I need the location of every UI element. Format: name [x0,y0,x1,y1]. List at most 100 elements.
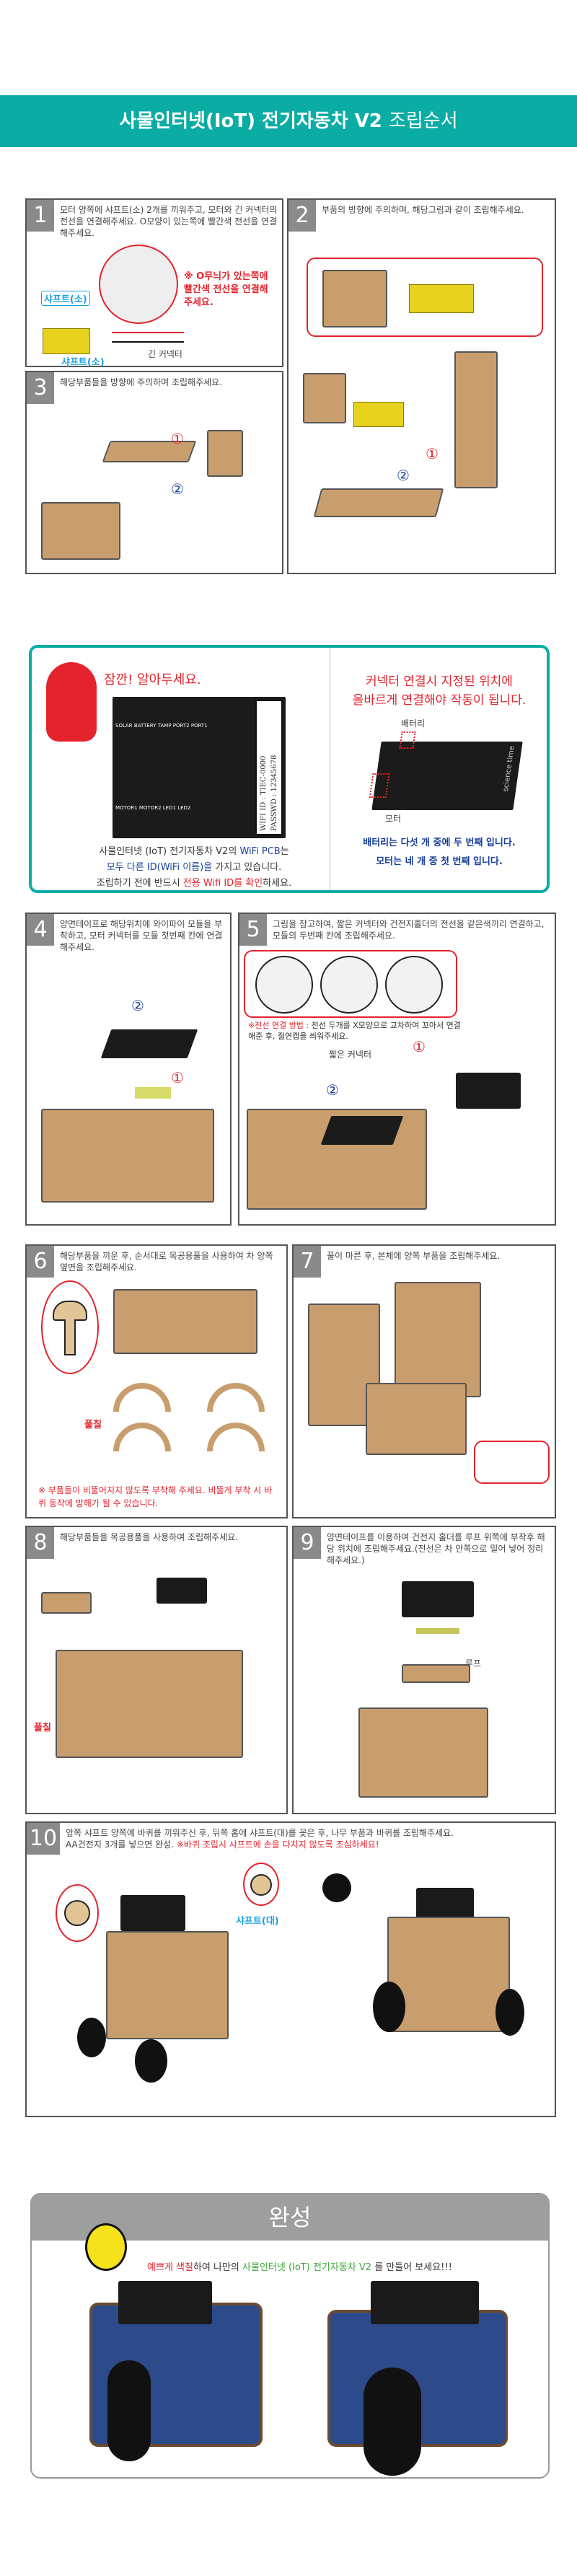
wheel-image [322,1873,351,1902]
side-panel [454,351,498,488]
car-body [106,1931,229,2039]
step-10: 10 앞쪽 샤프트 양쪽에 바퀴를 끼워주신 후, 뒤쪽 홈에 샤프트(대)를 … [25,1821,556,2117]
step-number: 2 [288,200,316,232]
motor-closeup-image [99,245,178,324]
wheel-image [77,2018,106,2057]
step-4: 4 양면테이프로 해당위치에 와이파이 모듈을 부착하고, 모터 커넥터를 모듈… [25,913,232,1226]
side-panel [308,1304,380,1426]
completion-section: 완성 예쁘게 색칠하여 나만의 사물인터넷 (IoT) 전기자동차 V2 를 만… [30,2193,550,2479]
step-number: 8 [27,1527,54,1559]
marker-2: ② [326,1081,339,1099]
roof-part [41,1592,92,1614]
car-body [366,1383,467,1455]
washer-closeup [243,1863,279,1906]
alignment-note: ※ 부품들이 비뚤어지지 않도록 부착해 주세요. 비뚤게 부착 시 바퀴 동작… [38,1485,273,1508]
step-description: 그림을 참고하여, 짧은 커넥터와 건전지홀더의 전선을 같은색끼리 연결하고,… [273,919,545,941]
step-description: 부품의 방향에 주의하며, 해당그림과 같이 조립해주세요. [322,205,524,215]
step-description: 양면테이프를 이용하여 건전지 홀더를 루프 위쪽에 부착후 해당 위치에 조립… [327,1532,545,1565]
step-6: 6 해당부품을 끼운 후, 순서대로 목공용풀을 사용하여 차 양쪽 옆면을 조… [25,1244,288,1518]
motor-image [43,328,90,354]
step-3: 3 해당부품들을 방향에 주의하며 조립해주세요. ① ② [25,371,283,574]
shaft-label: 샤프트(소) [41,291,90,306]
marker-2: ② [397,467,410,484]
step-description: 해당부품들을 목공용풀을 사용하여 조립해주세요. [60,1532,239,1542]
motor-image [353,402,404,427]
side-panel [207,430,243,477]
black-wire [112,341,184,343]
board-photo: science time [369,731,523,810]
detail-box [307,258,543,337]
marker-1: ① [426,445,439,462]
step-number: 9 [294,1527,321,1559]
tape [135,1087,171,1099]
step-number: 3 [27,372,54,404]
detail-box [474,1441,550,1484]
wifi-module [100,1029,198,1058]
wheel-image [135,2039,167,2083]
glue-label: 풀칠 [84,1420,102,1430]
battery-holder [118,2281,212,2324]
battery-holder [416,1888,474,1920]
completion-title: 완성 [32,2194,548,2241]
roof-part [402,1664,470,1683]
step-number: 5 [239,914,267,946]
step-9: 9 양면테이프를 이용하여 건전지 홀더를 루프 위쪽에 부착후 해당 위치에 … [292,1526,556,1814]
base-plate [313,488,444,517]
red-wire [112,332,184,333]
step-description: 양면테이프로 해당위치에 와이파이 모듈을 부착하고, 모터 커넥터를 모듈 첫… [60,919,223,952]
long-connector-label: 긴 커넥터 [148,349,182,359]
marker-1: ① [171,1069,184,1086]
peg-closeup [41,1280,99,1374]
step-8: 8 해당부품들을 목공용풀을 사용하여 조립해주세요. 풀칠 [25,1526,288,1814]
body-frame [41,502,120,560]
battery-holder [157,1578,207,1604]
step-description: 모터 양쪽에 샤프트(소) 2개를 끼워주고, 모터와 긴 커넥터의 전선을 연… [60,205,278,238]
car-body [56,1650,243,1758]
wire-method-note: ※전선 연결 방법 : 전선 두개를 X모양으로 교차하여 꼬아서 연결해준 후… [248,1021,461,1041]
step-5: 5 그림을 참고하여, 짧은 커넥터와 건전지홀더의 전선을 같은색끼리 연결하… [238,913,556,1226]
step-number: 10 [27,1823,60,1855]
marker-1: ① [171,430,184,447]
roof-label: 루프 [465,1658,482,1669]
step-number: 6 [27,1246,54,1278]
step-description: 해당부품을 끼운 후, 순서대로 목공용풀을 사용하여 차 양쪽 옆면을 조립해… [60,1251,273,1272]
wheel-arch [207,1383,265,1412]
shaft-large-label: 샤프트(대) [236,1916,279,1927]
wire-method-box [244,950,457,1018]
wifi-module [320,1116,404,1145]
wheel-arch [207,1423,265,1451]
step-number: 1 [27,200,54,232]
step-description: 해당부품들을 방향에 주의하며 조립해주세요. [60,377,223,387]
side-panel [113,1289,257,1354]
wheel-arch [113,1423,171,1451]
battery-label: 배터리 [401,718,426,729]
connector-text: 배터리는 다섯 개 중에 두 번째 입니다.모터는 네 개 중 첫 번째 입니다… [363,838,516,867]
step-1: 1 모터 양쪽에 샤프트(소) 2개를 끼워주고, 모터와 긴 커넥터의 전선을… [25,198,283,368]
step-description: 풀이 마른 후, 본체에 양쪽 부품을 조립해주세요. [327,1251,501,1261]
step-7: 7 풀이 마른 후, 본체에 양쪽 부품을 조립해주세요. [292,1244,556,1518]
palette-icon [85,2223,127,2271]
glue-label: 풀칠 [34,1723,51,1733]
step-number: 7 [294,1246,321,1278]
step-number: 4 [27,914,54,946]
wheel-image [495,1989,524,2036]
title-sub: 조립순서 [388,110,458,132]
completion-message: 예쁘게 색칠하여 나만의 사물인터넷 (IoT) 전기자동차 V2 를 만들어 … [147,2262,452,2273]
wheel-arch [113,1383,171,1412]
battery-holder [120,1895,185,1931]
pcb-password: PASSWD : 12345678 [270,755,278,831]
marker-2: ② [131,997,144,1014]
wheel-image [373,1982,405,2032]
wheel [364,2368,421,2476]
title-main: 사물인터넷(IoT) 전기자동차 V2 [119,110,382,132]
pcb-wifi-id: WIFI ID : TIEC-0000 [260,755,268,831]
notice-heading: 잠깐! 알아두세요. [104,672,201,687]
car-body [358,1707,488,1798]
page-title: 사물인터넷(IoT) 전기자동차 V2 조립순서 [0,95,577,147]
assembled-car [387,1917,510,2032]
car-body [41,1109,214,1203]
step-2: 2 부품의 방향에 주의하며, 해당그림과 같이 조립해주세요. ① ② [287,198,556,574]
